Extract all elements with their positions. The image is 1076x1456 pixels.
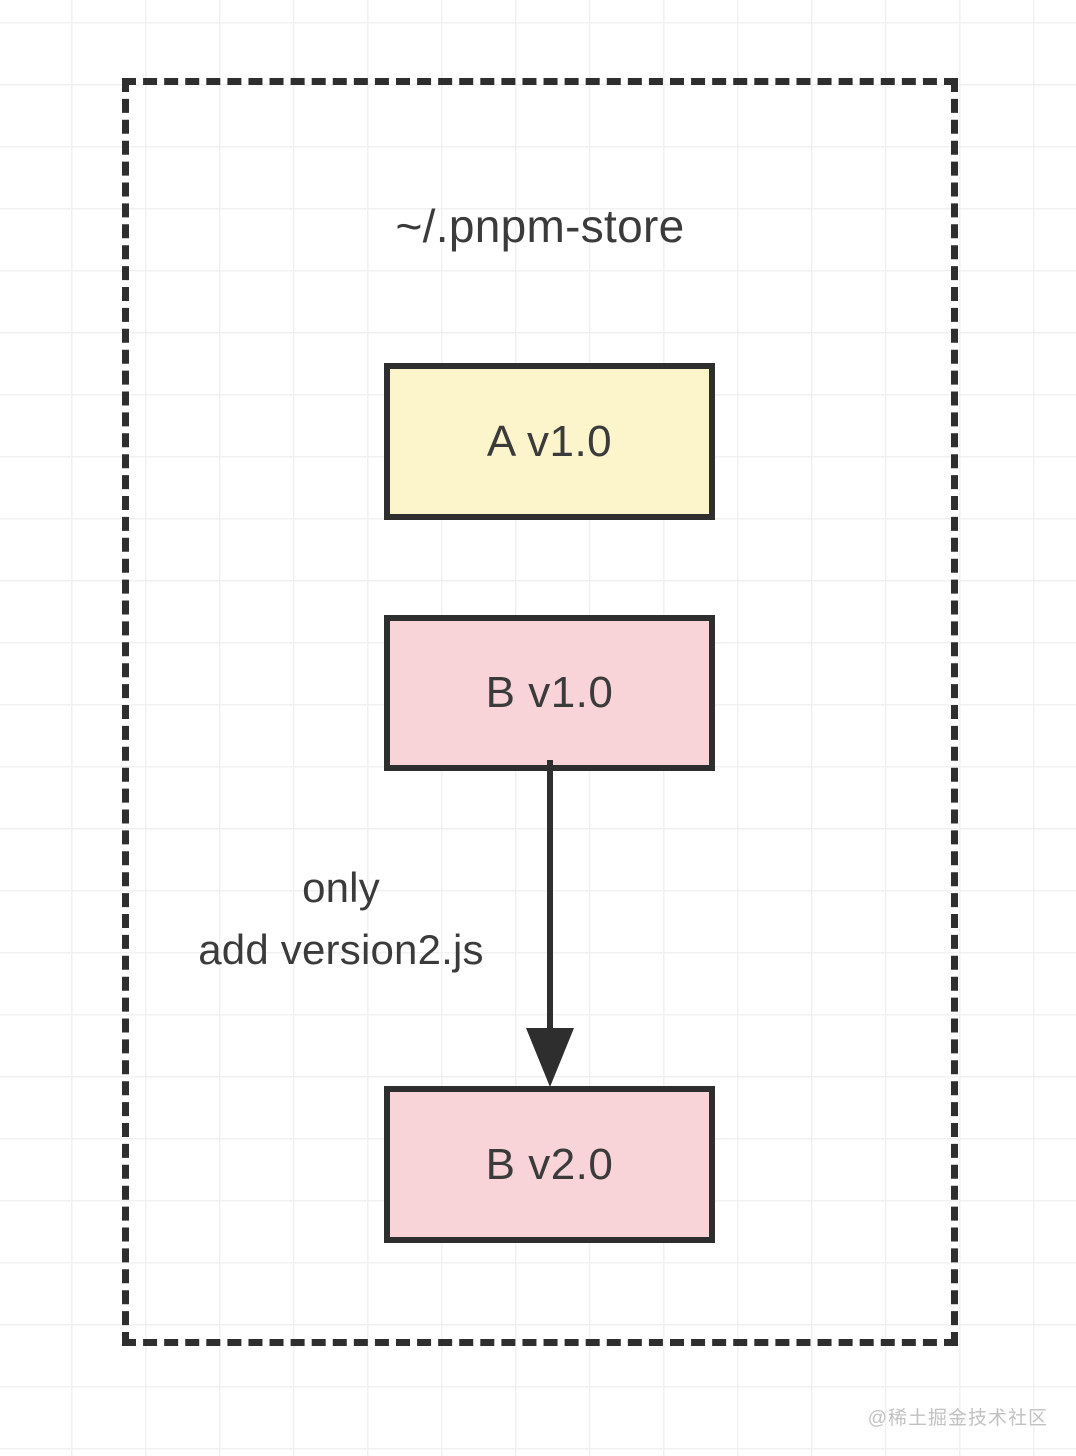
- arrow-label-line-1: only: [302, 864, 380, 911]
- package-box-b-v2: B v2.0: [384, 1086, 715, 1243]
- pnpm-store-container: ~/.pnpm-store: [122, 78, 958, 1346]
- arrow-label-line-2: add version2.js: [198, 926, 484, 974]
- package-box-b-v1: B v1.0: [384, 615, 715, 771]
- watermark: @稀土掘金技术社区: [867, 1408, 1048, 1429]
- arrow-label: only add version2.js: [155, 857, 527, 981]
- store-title: ~/.pnpm-store: [395, 200, 685, 252]
- package-box-a-v1: A v1.0: [384, 363, 715, 520]
- arrow-b-v1-to-b-v2-icon: [526, 760, 574, 1087]
